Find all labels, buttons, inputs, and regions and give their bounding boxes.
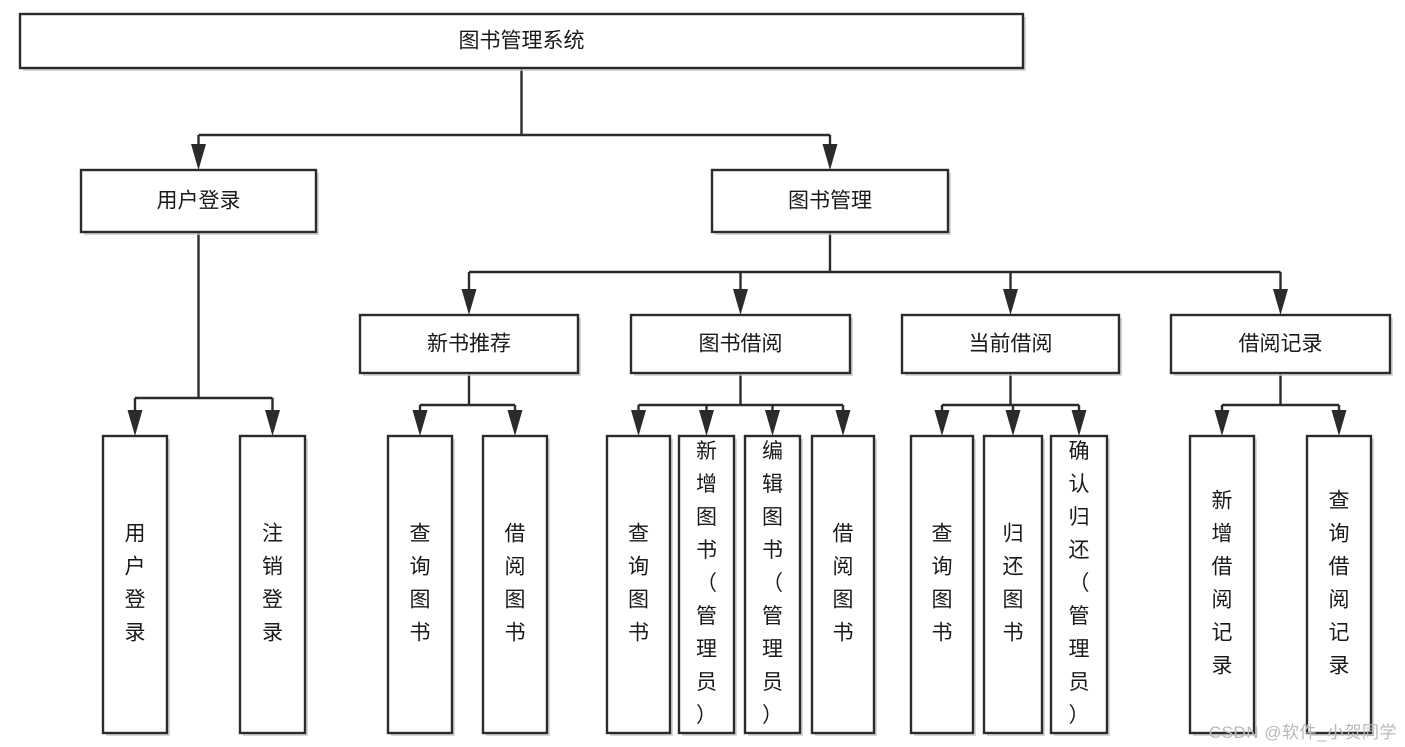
node-rect[interactable]	[605, 434, 672, 735]
node-rect[interactable]	[1169, 313, 1392, 375]
connector-arrowhead	[835, 410, 851, 436]
node-new-book-recommend[interactable]: 新书推荐	[358, 313, 581, 376]
node-rect[interactable]	[1188, 434, 1256, 735]
node-book-management[interactable]: 图书管理	[710, 168, 951, 235]
connector-arrowhead	[934, 410, 950, 436]
node-rect[interactable]	[18, 12, 1025, 70]
leaf-leaf-logout-login[interactable]: 注销登录	[238, 434, 308, 736]
leaf-leaf-return-book[interactable]: 归还图书	[982, 434, 1045, 736]
node-label: 查询图书	[410, 523, 431, 645]
node-rect[interactable]	[900, 313, 1121, 375]
leaf-leaf-borrow-book-recommend[interactable]: 借阅图书	[481, 434, 550, 736]
node-label: 归还图书	[1003, 523, 1024, 645]
node-label: 借阅图书	[833, 523, 854, 645]
connector-arrowhead	[1331, 410, 1347, 436]
connector-arrowhead	[699, 410, 714, 436]
node-root[interactable]: 图书管理系统	[18, 12, 1026, 71]
node-label: 确认归还（管理员）	[1069, 440, 1090, 727]
node-rect[interactable]	[238, 434, 307, 735]
node-rect[interactable]	[79, 168, 318, 234]
leaf-leaf-borrow-book[interactable]: 借阅图书	[810, 434, 877, 736]
leaf-leaf-user-login[interactable]: 用户登录	[101, 434, 170, 736]
node-label: 查询图书	[932, 523, 953, 645]
node-label: 图书管理	[788, 190, 872, 213]
leaf-leaf-edit-book-admin[interactable]: 编辑图书（管理员）	[743, 434, 803, 736]
connector-arrowhead	[412, 410, 428, 436]
node-user-login[interactable]: 用户登录	[79, 168, 319, 235]
connector-arrowhead	[631, 410, 646, 436]
node-borrow-record[interactable]: 借阅记录	[1169, 313, 1393, 376]
connector-arrowhead	[765, 410, 780, 436]
connector-arrowhead	[507, 410, 523, 436]
connector-arrowhead	[461, 289, 477, 315]
node-label: 借阅记录	[1239, 333, 1323, 356]
connector-layer	[127, 68, 1347, 436]
leaf-leaf-query-book-current[interactable]: 查询图书	[909, 434, 976, 736]
node-rect[interactable]	[710, 168, 950, 234]
node-rect[interactable]	[743, 434, 802, 735]
node-label: 新增借阅记录	[1212, 490, 1233, 678]
leaf-leaf-add-borrow-record[interactable]: 新增借阅记录	[1188, 434, 1257, 736]
connector-arrowhead	[822, 144, 838, 170]
node-label: 图书管理系统	[459, 30, 585, 53]
node-rect[interactable]	[629, 313, 852, 375]
node-rect[interactable]	[1049, 434, 1109, 735]
leaf-leaf-query-book-recommend[interactable]: 查询图书	[386, 434, 455, 736]
node-label: 借阅图书	[505, 523, 526, 645]
node-book-borrow[interactable]: 图书借阅	[629, 313, 853, 376]
node-rect[interactable]	[386, 434, 454, 735]
node-rect[interactable]	[358, 313, 580, 375]
connector-arrowhead	[1005, 410, 1021, 436]
node-label: 查询图书	[628, 523, 649, 645]
connector-arrowhead	[1071, 410, 1087, 436]
connector-arrowhead	[733, 289, 748, 315]
node-rect[interactable]	[481, 434, 549, 735]
node-rect[interactable]	[677, 434, 736, 735]
connector-arrowhead	[127, 410, 143, 436]
connector-arrowhead	[1214, 410, 1230, 436]
connector-arrowhead	[191, 144, 206, 170]
connector-arrowhead	[1273, 289, 1288, 315]
node-label: 查询借阅记录	[1329, 490, 1350, 678]
node-rect[interactable]	[982, 434, 1044, 735]
node-rect[interactable]	[810, 434, 876, 735]
node-label: 编辑图书（管理员）	[762, 440, 783, 727]
leaf-leaf-add-book-admin[interactable]: 新增图书（管理员）	[677, 434, 737, 736]
node-rect[interactable]	[101, 434, 169, 735]
node-label: 新增图书（管理员）	[696, 440, 717, 727]
connector-arrowhead	[265, 410, 280, 436]
leaf-leaf-confirm-return-admin[interactable]: 确认归还（管理员）	[1049, 434, 1110, 736]
node-label: 图书借阅	[699, 333, 783, 356]
node-current-borrow[interactable]: 当前借阅	[900, 313, 1122, 376]
node-label: 新书推荐	[427, 333, 511, 356]
node-label: 用户登录	[157, 190, 241, 213]
node-rect[interactable]	[909, 434, 975, 735]
node-rect[interactable]	[1305, 434, 1373, 735]
node-layer: 图书管理系统用户登录图书管理新书推荐图书借阅当前借阅借阅记录用户登录注销登录查询…	[18, 12, 1393, 736]
leaf-leaf-query-book-borrow[interactable]: 查询图书	[605, 434, 673, 736]
leaf-leaf-query-borrow-record[interactable]: 查询借阅记录	[1305, 434, 1374, 736]
connector-arrowhead	[1003, 289, 1018, 315]
node-label: 注销登录	[262, 523, 283, 645]
node-label: 当前借阅	[969, 333, 1053, 356]
node-label: 用户登录	[125, 523, 146, 645]
